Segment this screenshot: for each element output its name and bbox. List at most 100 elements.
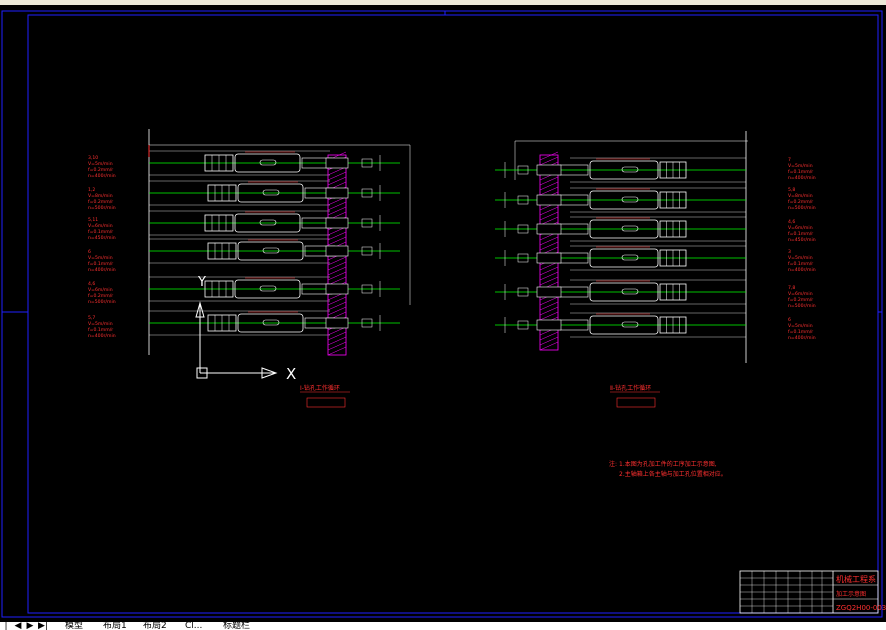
left-spindle-slot [259,219,277,226]
left-spindle-slot [259,159,277,166]
right-spindle-label: 4,6 [788,219,795,225]
left-hatch-line [327,261,347,271]
right-hatch-line [539,276,559,286]
right-view[interactable]: 7V=5m/minf=0.1mm/rn=400r/min5,8V=8m/minf… [495,131,816,408]
right-hatch-line [539,151,559,161]
left-hatch-line [327,301,347,311]
right-spindle-label: n=400r/min [788,267,816,273]
right-fixture-hole [536,252,562,264]
left-drill-guide [361,158,373,168]
left-spindle-label: 4,6 [88,281,95,287]
right-spindle-labels: 7V=5m/minf=0.1mm/rn=400r/min5,8V=8m/minf… [788,157,816,341]
drawing-notes: 注: 1.本图为孔加工件的工序加工示意图, 2.主轴箱上各主轴与加工孔位置相对应… [609,460,727,478]
right-spindle-body [589,248,659,268]
tab-nav-last[interactable]: ▶| [38,622,48,630]
right-workpiece-hatch [536,151,562,351]
left-spindle-body [234,279,301,299]
notes-line-2: 2.主轴箱上各主轴与加工孔位置相对应。 [619,470,727,478]
right-spindle-label: 5,8 [788,187,795,193]
left-hatch-line [327,306,347,316]
left-spindle-label: f=0.2mm/r [88,199,113,205]
right-hatch-line [539,336,559,346]
left-view[interactable]: 3,10V=5m/minf=0.2mm/rn=400r/min1,2V=8m/m… [88,129,411,408]
left-hatch-line [327,266,347,276]
left-fixture-hole [325,317,349,329]
notes-heading: 注: [609,460,617,468]
right-spindle-label: 7 [788,157,791,163]
left-hatch-line [327,276,347,286]
right-spindle-body [589,219,659,239]
left-spindle-label: n=400r/min [88,333,116,339]
right-spindle-label: f=0.2mm/r [788,297,813,303]
title-block-grid [740,571,833,613]
right-spindle-body [589,282,659,302]
left-drill-guide [361,318,373,328]
ucs-icon[interactable]: Y X [195,275,296,383]
cad-drawing[interactable]: 3,10V=5m/minf=0.2mm/rn=400r/min1,2V=8m/m… [0,5,886,622]
left-spindle-slot [262,319,280,326]
right-spindle-label: 6 [788,317,791,323]
ucs-y-label: Y [197,275,206,290]
right-hatch-line [539,271,559,281]
left-hatch-line [327,206,347,216]
right-spindle-label: n=450r/min [788,237,816,243]
left-spindle-label: n=400r/min [88,173,116,179]
right-spindle-label: 7,8 [788,285,795,291]
right-fixture-hole [536,223,562,235]
right-spindle-label: 3 [788,249,791,255]
left-fixture-hole [325,245,349,257]
right-cycle-label: Ⅱ-钻孔工作循环 [610,384,651,392]
left-spindle-body [234,213,301,233]
left-spindle-body [237,241,304,261]
left-spindle-label: V=8m/min [88,193,113,199]
left-spindle-label: f=0.2mm/r [88,293,113,299]
left-hatch-line [327,336,347,346]
left-spindle-label: f=0.1mm/r [88,261,113,267]
left-spindle-label: 6 [88,249,91,255]
right-drill-guide [517,195,529,205]
left-spindle-label: f=0.2mm/r [88,167,113,173]
right-hatch-line [539,176,559,186]
left-cycle-label: Ⅰ-钻孔工作循环 [300,384,340,392]
right-spindle-slot [621,254,639,261]
left-spindle-label: 5,11 [88,217,98,223]
right-spindle-label: n=500r/min [788,303,816,309]
tab-layout2[interactable]: 布局2 [143,622,167,630]
right-spindle-body [589,190,659,210]
left-hatch-line [327,226,347,236]
right-spindle-body [589,315,659,335]
left-workpiece-hatch [325,151,349,356]
left-cycle-box [306,397,346,408]
title-drawing-name: 加工示意图 [836,590,866,598]
left-spindle-body [237,183,304,203]
right-spindle-slot [621,166,639,173]
tab-cl[interactable]: Cl... [185,622,203,630]
ucs-y-arrow [195,301,205,318]
left-fixture-hole [325,283,349,295]
tab-model[interactable]: 模型 [62,622,87,630]
right-drill-guide [517,320,529,330]
left-spindle-label: V=5m/min [88,255,113,261]
left-hatch-line [327,201,347,211]
tab-title-bar[interactable]: 标题栏 [223,622,251,630]
right-fixture-hole [536,164,562,176]
left-spindle-label: n=450r/min [88,235,116,241]
right-workpiece-outline [539,154,559,351]
tab-nav-first[interactable]: |◀ [3,622,10,630]
right-spindle-slot [621,196,639,203]
left-spindle-label: 1,2 [88,187,95,193]
tab-nav-next[interactable]: ▶ [26,622,34,630]
right-spindle-label: V=6m/min [788,291,813,297]
tab-layout1[interactable]: 布局1 [103,622,127,630]
right-spindle-label: f=0.1mm/r [788,329,813,335]
right-hatch-line [539,216,559,226]
title-block[interactable]: 机械工程系 加工示意图 ZGQ2H00-003 [739,570,886,614]
left-spindle-label: V=5m/min [88,321,113,327]
right-spindle-slot [621,225,639,232]
left-spindle-slot [259,285,277,292]
tab-nav-prev[interactable]: ◀ [14,622,22,630]
right-hatch-line [539,206,559,216]
right-drill-guide [517,253,529,263]
left-spindle-label: V=6m/min [88,223,113,229]
